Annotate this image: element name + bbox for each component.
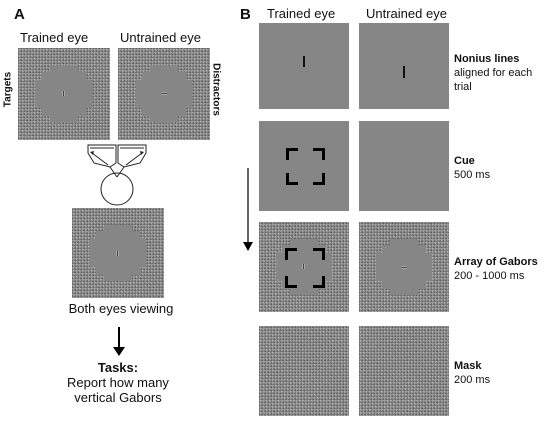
cue-untrained-stimulus xyxy=(359,121,449,211)
gabors-untrained-stimulus xyxy=(359,222,449,312)
panel-a-letter: A xyxy=(14,6,25,23)
tasks-line-2: vertical Gabors xyxy=(74,390,162,405)
cue-bracket-tl xyxy=(286,148,298,160)
panel-a-untrained-eye-stimulus xyxy=(118,48,210,140)
both-eyes-label: Both eyes viewing xyxy=(68,301,174,316)
cue-bracket-tr xyxy=(313,148,325,160)
tasks-title: Tasks: xyxy=(97,360,139,375)
nonius-untrained-stimulus xyxy=(359,23,449,109)
cue-trained-stimulus xyxy=(259,121,349,211)
nonius-trained-stimulus xyxy=(259,23,349,109)
panel-a-untrained-eye-label: Untrained eye xyxy=(120,30,201,45)
panel-a-trained-eye-stimulus xyxy=(18,48,110,140)
row-2-title: Cue xyxy=(454,155,475,167)
time-arrow xyxy=(243,168,253,251)
mask-trained-stimulus xyxy=(259,326,349,416)
row-1-detail: aligned for each trial xyxy=(454,67,533,93)
panel-b-letter: B xyxy=(240,6,251,23)
panel-b-trained-eye-label: Trained eye xyxy=(267,6,336,21)
row-4-detail: 200 ms xyxy=(454,374,491,386)
row-4-title: Mask xyxy=(454,360,482,372)
tasks-line-1: Report how many xyxy=(67,375,169,390)
panel-a-trained-eye-label: Trained eye xyxy=(20,30,89,45)
down-arrow-a xyxy=(113,327,125,356)
row-3-detail: 200 - 1000 ms xyxy=(454,270,525,282)
stereoscope-diagram xyxy=(87,144,147,206)
both-eyes-stimulus xyxy=(72,208,164,298)
targets-label: Targets xyxy=(2,71,14,108)
row-1-title: Nonius lines xyxy=(454,53,520,65)
row-3-title: Array of Gabors xyxy=(454,256,538,268)
mask-untrained-stimulus xyxy=(359,326,449,416)
distractors-label: Distractors xyxy=(210,63,222,116)
cue-bracket-bl xyxy=(286,173,298,185)
gabors-trained-stimulus xyxy=(259,222,349,312)
row-2-detail: 500 ms xyxy=(454,169,491,181)
cue-bracket-br xyxy=(313,173,325,185)
panel-b-untrained-eye-label: Untrained eye xyxy=(366,6,447,21)
